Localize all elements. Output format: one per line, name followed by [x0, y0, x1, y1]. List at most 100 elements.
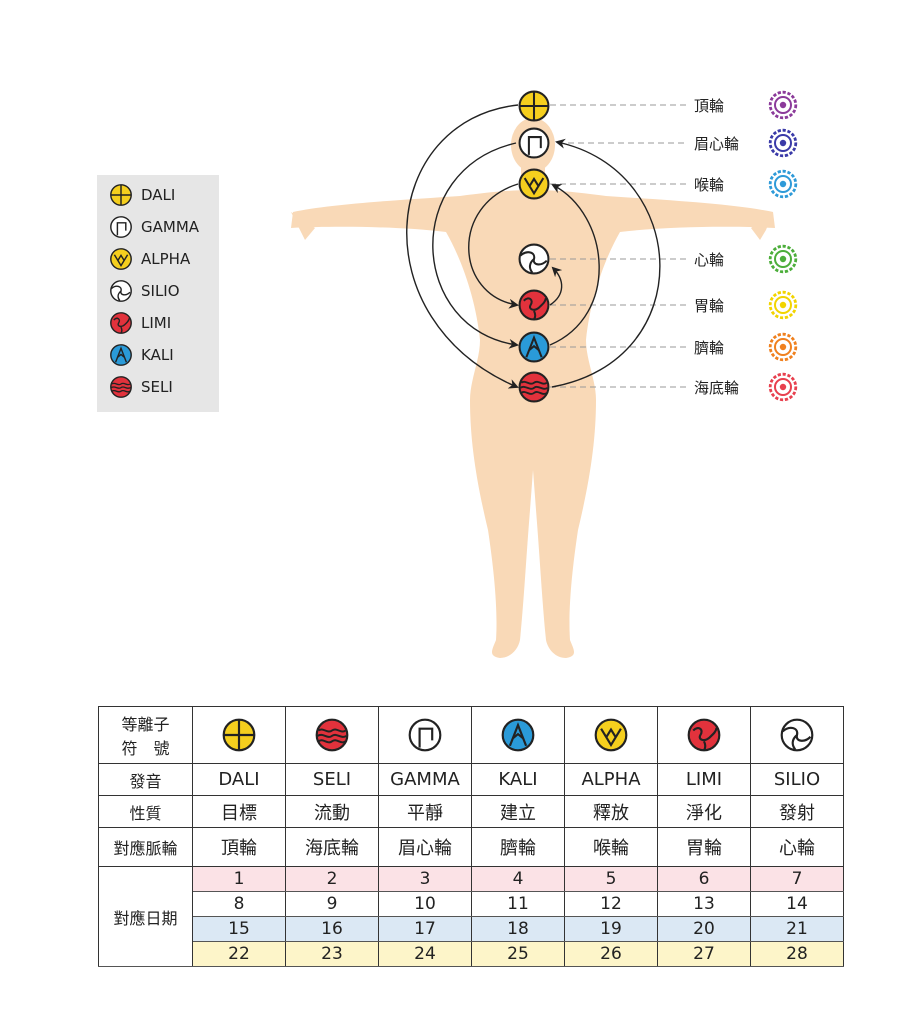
- chakra-icons: [768, 90, 798, 402]
- seli-symbol-icon: [110, 376, 132, 398]
- table-cell: 13: [657, 891, 751, 917]
- table-cell: SELI: [285, 763, 379, 796]
- legend-label: SILIO: [141, 282, 180, 300]
- limi-symbol-icon: [110, 312, 132, 334]
- table-cell-symbol: [285, 706, 379, 764]
- symbol-legend: DALI GAMMA ALPHA SILIO LIMI KALI SELI: [97, 175, 219, 412]
- table-cell: 10: [378, 891, 472, 917]
- table-cell: 24: [378, 941, 472, 967]
- table-cell: 頂輪: [192, 827, 286, 867]
- legend-item-dali: DALI: [109, 183, 175, 207]
- table-cell: 28: [750, 941, 844, 967]
- chakra-label-solar-plexus: 胃輪: [694, 297, 725, 315]
- legend-label: DALI: [141, 186, 176, 204]
- table-cell: 目標: [192, 795, 286, 828]
- third-eye-chakra-icon: [768, 128, 798, 158]
- table-cell: 喉輪: [564, 827, 658, 867]
- row-header-sound: 發音: [98, 763, 193, 796]
- gamma-symbol-icon: [408, 718, 442, 752]
- table-cell: 18: [471, 916, 565, 942]
- table-cell: 淨化: [657, 795, 751, 828]
- gamma-symbol-icon: [518, 127, 550, 159]
- table-cell: 15: [192, 916, 286, 942]
- table-cell: SILIO: [750, 763, 844, 796]
- alpha-symbol-icon: [110, 248, 132, 270]
- kali-symbol-icon: [501, 718, 535, 752]
- chakra-label-sacral: 臍輪: [694, 339, 725, 357]
- table-cell: GAMMA: [378, 763, 472, 796]
- table-cell: 11: [471, 891, 565, 917]
- table-cell: DALI: [192, 763, 286, 796]
- table-cell: 3: [378, 866, 472, 892]
- leader-lines: [550, 104, 688, 388]
- limi-symbol-icon: [518, 289, 550, 321]
- table-cell: 2: [285, 866, 379, 892]
- dali-symbol-icon: [110, 184, 132, 206]
- table-row-chakra: 對應脈輪 頂輪 海底輪 眉心輪 臍輪 喉輪 胃輪 心輪: [98, 827, 844, 867]
- legend-label: ALPHA: [141, 250, 191, 268]
- table-cell-symbol: [657, 706, 751, 764]
- root-chakra-icon: [768, 372, 798, 402]
- legend-label: LIMI: [141, 314, 172, 332]
- table-cell: 平靜: [378, 795, 472, 828]
- table-row-dates-week4: 22 23 24 25 26 27 28: [99, 941, 844, 967]
- chakra-label-third-eye: 眉心輪: [694, 135, 740, 153]
- table-cell: ALPHA: [564, 763, 658, 796]
- legend-label: GAMMA: [141, 218, 200, 236]
- table-cell: 發射: [750, 795, 844, 828]
- row-header-dates: 對應日期: [98, 866, 193, 967]
- solar-plexus-chakra-icon: [768, 290, 798, 320]
- table-cell: 7: [750, 866, 844, 892]
- dali-symbol-icon: [222, 718, 256, 752]
- table-cell: 8: [192, 891, 286, 917]
- legend-item-kali: KALI: [109, 343, 174, 367]
- limi-symbol-icon: [687, 718, 721, 752]
- table-cell: 19: [564, 916, 658, 942]
- silio-symbol-icon: [110, 280, 132, 302]
- table-cell: 14: [750, 891, 844, 917]
- kali-symbol-icon: [110, 344, 132, 366]
- table-cell: 1: [192, 866, 286, 892]
- legend-item-seli: SELI: [109, 375, 173, 399]
- row-header-symbol-line1: 等離子: [121, 715, 170, 734]
- table-cell-symbol: [378, 706, 472, 764]
- table-cell: 22: [192, 941, 286, 967]
- legend-label: SELI: [141, 378, 173, 396]
- table-cell: LIMI: [657, 763, 751, 796]
- legend-label: KALI: [141, 346, 174, 364]
- throat-chakra-icon: [768, 169, 798, 199]
- table-cell: 21: [750, 916, 844, 942]
- crown-chakra-icon: [768, 90, 798, 120]
- table-cell-symbol: [750, 706, 844, 764]
- table-cell-symbol: [564, 706, 658, 764]
- table-cell: 26: [564, 941, 658, 967]
- table-cell: 6: [657, 866, 751, 892]
- body-diagram: [291, 90, 798, 658]
- legend-item-alpha: ALPHA: [109, 247, 190, 271]
- legend-item-gamma: GAMMA: [109, 215, 199, 239]
- table-cell: 眉心輪: [378, 827, 472, 867]
- table-cell-symbol: [471, 706, 565, 764]
- table-cell: KALI: [471, 763, 565, 796]
- table-cell: 27: [657, 941, 751, 967]
- table-cell: 海底輪: [285, 827, 379, 867]
- row-header-nature: 性質: [98, 795, 193, 828]
- dali-symbol-icon: [518, 90, 550, 122]
- silio-symbol-icon: [780, 718, 814, 752]
- plasma-correspondence-table: 等離子 符 號 發音 DALI SELI GAMMA KALI ALPHA LI…: [98, 706, 844, 967]
- table-row-nature: 性質 目標 流動 平靜 建立 釋放 淨化 發射: [98, 795, 844, 828]
- chakra-label-throat: 喉輪: [694, 176, 725, 194]
- alpha-symbol-icon: [518, 168, 550, 200]
- chakra-label-heart: 心輪: [694, 251, 725, 269]
- seli-symbol-icon: [315, 718, 349, 752]
- table-cell: 流動: [285, 795, 379, 828]
- energy-flow-arrows: [406, 104, 661, 389]
- alpha-symbol-icon: [594, 718, 628, 752]
- table-cell: 釋放: [564, 795, 658, 828]
- table-cell: 17: [378, 916, 472, 942]
- table-cell: 9: [285, 891, 379, 917]
- chakra-label-root: 海底輪: [694, 379, 740, 397]
- table-cell: 4: [471, 866, 565, 892]
- table-cell: 23: [285, 941, 379, 967]
- table-cell: 建立: [471, 795, 565, 828]
